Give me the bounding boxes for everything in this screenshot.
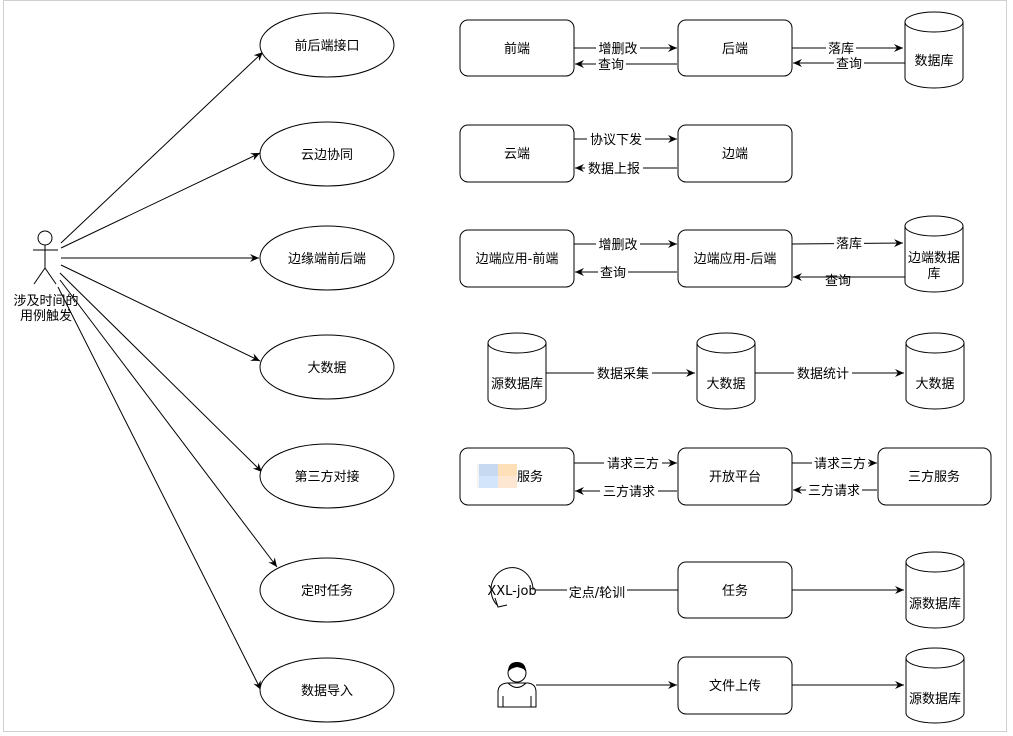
node-label: 服务 <box>517 469 543 485</box>
node-label: 边端数据 <box>908 251 960 266</box>
edge-label: 查询 <box>825 274 851 289</box>
edge-label: 数据上报 <box>588 162 640 177</box>
node-cloud[interactable] <box>459 124 575 183</box>
use-case-label: 大数据 <box>307 361 346 376</box>
node-edge-app-frontend[interactable] <box>459 229 575 288</box>
use-case-定时任务[interactable]: 定时任务 <box>259 557 395 623</box>
db-cylinder[interactable] <box>905 647 965 724</box>
edge-label: 三方请求 <box>808 483 860 499</box>
node-label: 大数据 <box>915 377 954 392</box>
edge-label: 数据采集 <box>597 366 649 382</box>
edge-label: 定点/轮训 <box>569 586 625 601</box>
node-label: 源数据库 <box>909 596 961 612</box>
association-arrow <box>60 51 264 244</box>
node-edge-app-backend[interactable] <box>677 229 793 288</box>
edge-label: 请求三方 <box>607 456 659 472</box>
flow-third-party: 服务 开放平台 三方服务 请求三方 三方请求 请求三方 三方请求 <box>459 447 992 506</box>
node-label: 云端 <box>504 147 530 162</box>
refresh-icon <box>490 567 534 608</box>
use-case-边缘端前后端[interactable]: 边缘端前后端 <box>259 225 395 291</box>
node-label: 边端 <box>722 147 748 162</box>
actor-associations <box>57 51 278 691</box>
use-case-云边协同[interactable]: 云边协同 <box>259 121 395 187</box>
edge-label: 增删改 <box>598 42 637 57</box>
blurred-logo <box>477 464 517 488</box>
association-arrow <box>59 279 278 568</box>
actor-label-line2: 用例触发 <box>20 308 72 324</box>
edge-label: 落库 <box>828 41 854 57</box>
flow-cloud-edge: 云端 边端 协议下发 数据上报 <box>459 124 793 183</box>
node-label: 库 <box>927 266 940 282</box>
db-cylinder[interactable] <box>696 332 756 410</box>
association-arrow <box>57 286 262 691</box>
use-case-label: 边缘端前后端 <box>288 251 366 267</box>
actor-label-line1: 涉及时间的 <box>13 293 78 309</box>
node-label: 边端应用-后端 <box>694 251 777 267</box>
actor[interactable]: 涉及时间的 用例触发 <box>13 230 79 324</box>
canvas-frame <box>3 0 1007 732</box>
db-cylinder[interactable] <box>905 551 965 629</box>
node-label: 数据库 <box>914 53 953 69</box>
node-third-party-service[interactable] <box>877 447 992 506</box>
db-cylinder[interactable] <box>904 215 964 293</box>
edge-label: 三方请求 <box>603 484 655 500</box>
db-cylinder[interactable] <box>905 332 965 410</box>
flow-data-import: 文件上传 源数据库 <box>497 647 965 724</box>
edge-label: 查询 <box>600 266 626 281</box>
actor-head <box>37 230 53 246</box>
node-label: 开放平台 <box>709 470 761 485</box>
use-case-label: 云边协同 <box>301 148 353 163</box>
use-case-label: 前后端接口 <box>294 38 359 54</box>
flow-edge-app: 边端应用-前端 边端应用-后端 边端数据 库 增删改 查询 落库 查询 <box>459 215 964 293</box>
user-icon <box>497 662 537 708</box>
use-case-label: 数据导入 <box>301 684 353 699</box>
use-case-数据导入[interactable]: 数据导入 <box>259 657 395 723</box>
edge-label: 协议下发 <box>590 132 642 148</box>
flow-scheduled: XXL-job 定点/轮训 任务 源数据库 <box>487 551 965 629</box>
use-case-大数据[interactable]: 大数据 <box>259 334 395 400</box>
use-case-label: 第三方对接 <box>294 469 359 485</box>
node-label: 文件上传 <box>709 679 761 694</box>
association-arrow <box>60 152 261 249</box>
node-label: 源数据库 <box>909 691 961 707</box>
use-case-label: 定时任务 <box>301 583 353 599</box>
actor-left-leg <box>33 267 46 285</box>
node-label: 源数据库 <box>491 376 543 392</box>
db-cylinder[interactable] <box>487 332 547 410</box>
node-open-platform[interactable] <box>677 447 793 506</box>
node-label: 边端应用-前端 <box>476 251 559 267</box>
node-label: 三方服务 <box>908 469 960 485</box>
use-case-前后端接口[interactable]: 前后端接口 <box>259 12 395 78</box>
edge-label: 增删改 <box>598 238 637 253</box>
association-arrow <box>60 264 261 362</box>
node-label: 任务 <box>722 583 748 599</box>
edge-label: 落库 <box>836 236 862 252</box>
edge-label: 请求三方 <box>814 456 866 472</box>
edge-label: 数据统计 <box>797 367 849 382</box>
db-cylinder[interactable] <box>904 11 964 89</box>
node-label: 前端 <box>504 41 530 57</box>
node-edge[interactable] <box>677 124 793 183</box>
actor-right-leg <box>44 267 57 285</box>
node-label: 后端 <box>722 42 748 57</box>
use-case-第三方对接[interactable]: 第三方对接 <box>259 443 395 509</box>
node-label-xxl-job: XXL-job <box>487 584 536 599</box>
edge-label: 查询 <box>836 57 862 72</box>
node-label: 大数据 <box>706 377 745 392</box>
edge-label: 查询 <box>598 58 624 73</box>
flow-frontend-backend: 前端 后端 数据库 增删改 查询 落库 查询 <box>459 11 964 89</box>
flow-big-data: 源数据库 大数据 大数据 数据采集 数据统计 <box>487 332 965 410</box>
association-arrow <box>59 272 263 473</box>
